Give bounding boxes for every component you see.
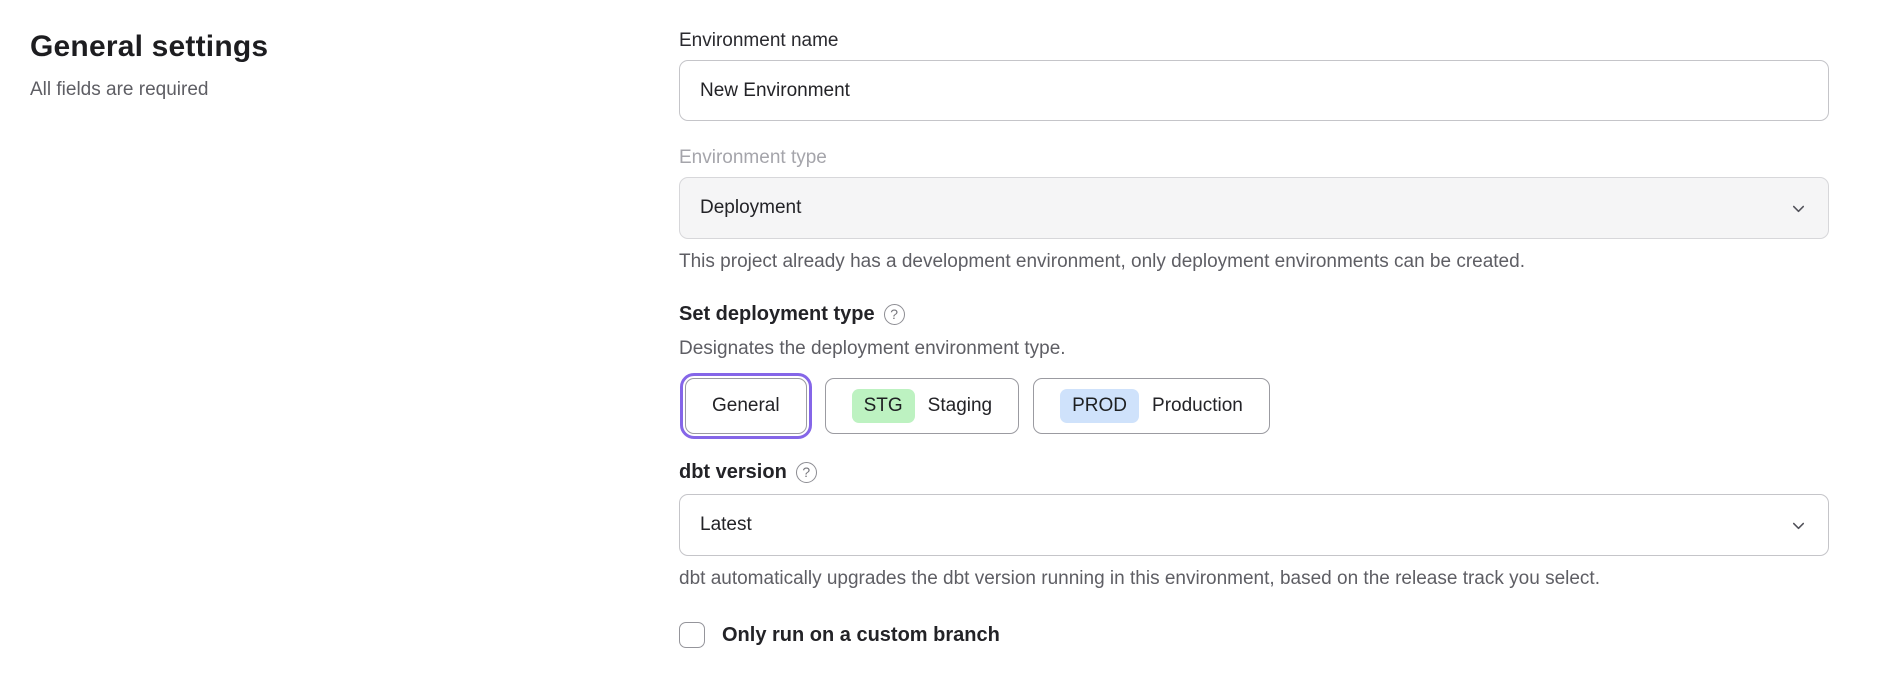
custom-branch-checkbox[interactable] [679, 622, 705, 648]
deployment-type-helper: Designates the deployment environment ty… [679, 338, 1066, 359]
custom-branch-row: Only run on a custom branch [679, 622, 1829, 648]
help-icon[interactable]: ? [883, 303, 905, 325]
environment-type-value: Deployment [700, 197, 802, 218]
environment-type-helper: This project already has a development e… [679, 251, 1525, 272]
chevron-down-icon [1789, 199, 1808, 218]
dbt-version-select[interactable]: Latest [679, 494, 1829, 556]
dbt-version-section-label: dbt version ? [679, 460, 1829, 484]
page-subtitle: All fields are required [30, 79, 209, 100]
deployment-type-label-text: Set deployment type [679, 303, 875, 325]
environment-name-label: Environment name [679, 30, 839, 51]
environment-type-select: Deployment [679, 177, 1829, 239]
help-icon[interactable]: ? [795, 461, 817, 483]
deployment-type-options: General STG Staging PROD Production [679, 373, 1829, 439]
deployment-type-production-button[interactable]: PROD Production [1033, 378, 1270, 434]
deployment-type-staging-label: Staging [927, 395, 993, 416]
dbt-version-value: Latest [700, 514, 752, 535]
deployment-type-general-label: General [712, 395, 780, 416]
environment-name-input[interactable] [679, 60, 1829, 121]
page-title: General settings [30, 30, 269, 63]
deployment-type-general-button[interactable]: General [680, 373, 812, 439]
custom-branch-label[interactable]: Only run on a custom branch [722, 623, 1000, 646]
deployment-type-production-label: Production [1152, 395, 1243, 416]
staging-badge: STG [851, 389, 915, 423]
dbt-version-helper: dbt automatically upgrades the dbt versi… [679, 568, 1600, 589]
settings-intro-column: General settings All fields are required [0, 0, 679, 678]
production-badge: PROD [1060, 389, 1140, 423]
deployment-type-staging-button[interactable]: STG Staging [824, 378, 1020, 434]
dbt-version-label-text: dbt version [679, 461, 787, 483]
environment-type-label: Environment type [679, 147, 827, 168]
deployment-type-section-label: Set deployment type ? [679, 302, 1829, 326]
environment-settings-form: Environment name Environment type Deploy… [679, 0, 1860, 678]
chevron-down-icon [1789, 516, 1808, 535]
